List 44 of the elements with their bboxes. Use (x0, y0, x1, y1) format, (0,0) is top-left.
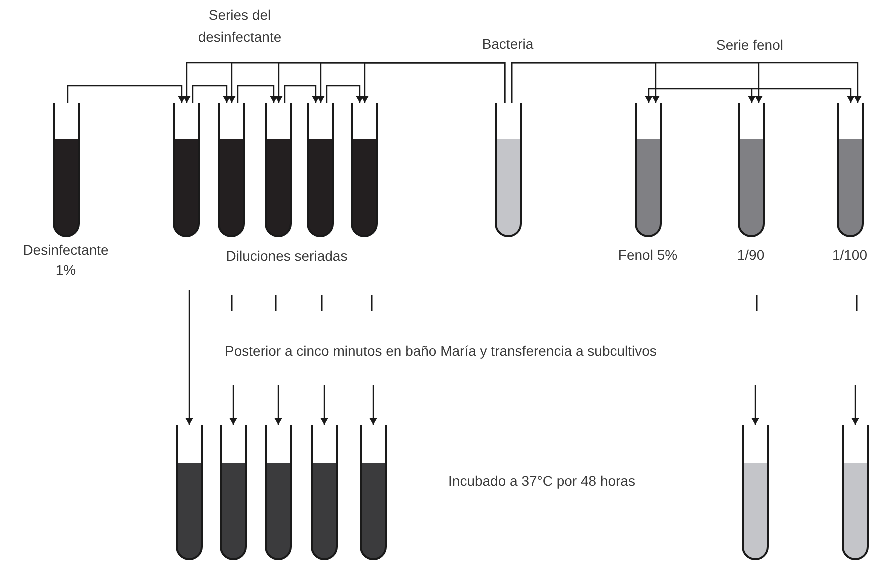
caption-text: Posterior a cinco minutos en baño María y transferencia a subcultivos (224, 342, 658, 361)
test-tube (265, 103, 292, 238)
arrow (852, 385, 860, 425)
test-tube (265, 425, 292, 561)
test-tube (307, 103, 334, 238)
arrow (361, 62, 506, 103)
tube-caption: 1/100 (831, 246, 869, 265)
caption-text: Diluciones seriadas (225, 247, 349, 266)
arrow (67, 85, 186, 103)
tube-caption: Fenol 5% (617, 246, 679, 265)
arrow (751, 88, 855, 103)
test-tube (842, 425, 869, 561)
test-tube (218, 103, 245, 238)
test-tube (738, 103, 765, 238)
arrow (230, 385, 238, 425)
test-tube (742, 425, 769, 561)
tube-caption: Bacteria (481, 35, 535, 54)
arrow (284, 85, 320, 103)
test-tube (176, 425, 203, 561)
test-tube (173, 103, 200, 238)
arrow (320, 385, 328, 425)
tube-caption: Desinfectante 1% (22, 241, 110, 280)
arrow (511, 62, 862, 103)
test-tube (53, 103, 80, 238)
test-tube (635, 103, 662, 238)
arrow (645, 88, 751, 103)
arrow (370, 385, 378, 425)
arrow (748, 88, 756, 103)
caption-text: Series del desinfectante (197, 6, 283, 47)
caption-text: Incubado a 37°C por 48 horas (448, 472, 636, 491)
arrow (326, 85, 364, 103)
arrow (186, 290, 194, 425)
arrow (237, 85, 278, 103)
test-tube (837, 103, 864, 238)
arrow (752, 385, 760, 425)
test-tube (311, 425, 338, 561)
arrow (274, 385, 282, 425)
caption-text: Serie fenol (716, 36, 784, 55)
tube-caption: 1/90 (736, 246, 766, 265)
test-tube (220, 425, 247, 561)
test-tube (360, 425, 387, 561)
test-tube (351, 103, 378, 238)
arrow (192, 85, 231, 103)
test-tube (495, 103, 522, 238)
